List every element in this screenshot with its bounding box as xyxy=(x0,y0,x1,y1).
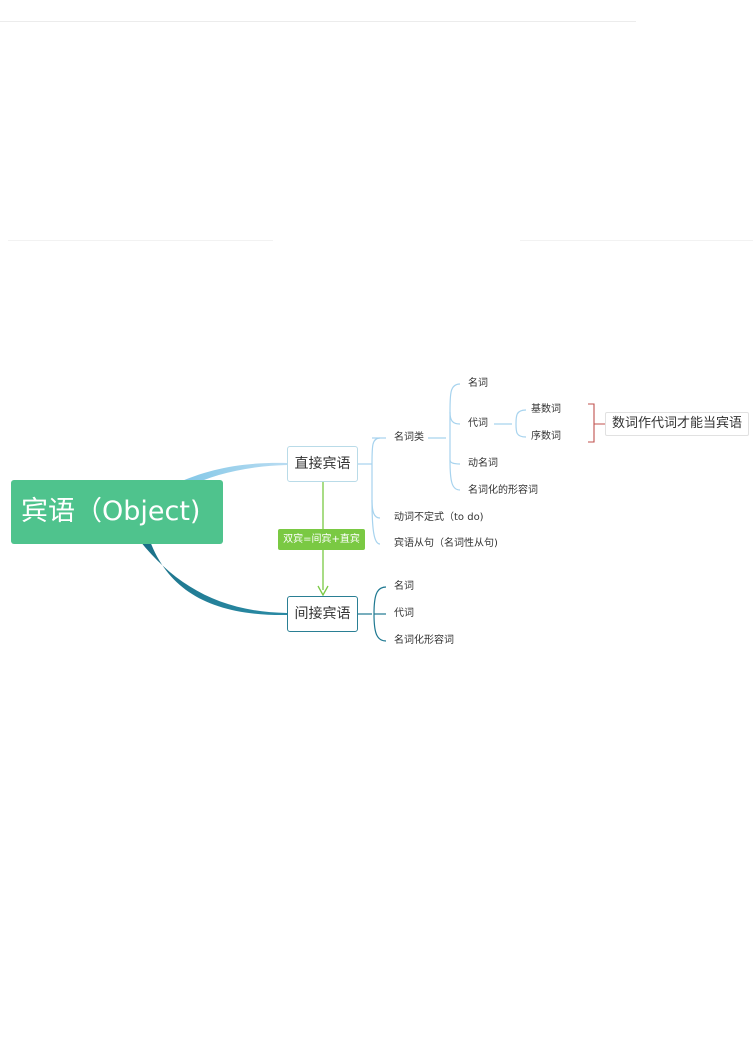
indirect-children-brace xyxy=(358,586,387,642)
noun-class-item-pronoun[interactable]: 代词 xyxy=(468,418,488,429)
relation-label[interactable]: 双宾=间宾+直宾 xyxy=(278,529,365,550)
indirect-item-nominal-adjective[interactable]: 名词化形容词 xyxy=(394,635,454,646)
numeral-note[interactable]: 数词作代词才能当宾语 xyxy=(605,412,749,436)
pronoun-brace xyxy=(494,409,527,438)
relation-arrowhead xyxy=(317,585,329,597)
divider-right xyxy=(520,240,753,241)
root-node[interactable]: 宾语（Object) xyxy=(11,480,223,544)
indirect-item-pronoun[interactable]: 代词 xyxy=(394,608,414,619)
noun-class-brace xyxy=(428,383,461,491)
pronoun-sub-ordinal[interactable]: 序数词 xyxy=(531,431,561,442)
branch-root-indirect xyxy=(140,541,287,616)
pronoun-sub-cardinal[interactable]: 基数词 xyxy=(531,404,561,415)
direct-item-clause[interactable]: 宾语从句（名词性从句) xyxy=(394,538,498,549)
direct-children-brace xyxy=(358,437,386,545)
noun-class-item-gerund[interactable]: 动名词 xyxy=(468,458,498,469)
direct-item-infinitive[interactable]: 动词不定式（to do) xyxy=(394,512,484,523)
divider-left xyxy=(8,240,273,241)
indirect-item-noun[interactable]: 名词 xyxy=(394,581,414,592)
top-divider xyxy=(0,21,636,22)
noun-class-item-nominal-adjective[interactable]: 名词化的形容词 xyxy=(468,485,538,496)
indirect-object-node[interactable]: 间接宾语 xyxy=(287,596,358,632)
noun-class-item-noun[interactable]: 名词 xyxy=(468,378,488,389)
note-bracket xyxy=(588,403,605,443)
noun-class-node[interactable]: 名词类 xyxy=(394,432,424,443)
direct-object-node[interactable]: 直接宾语 xyxy=(287,446,358,482)
